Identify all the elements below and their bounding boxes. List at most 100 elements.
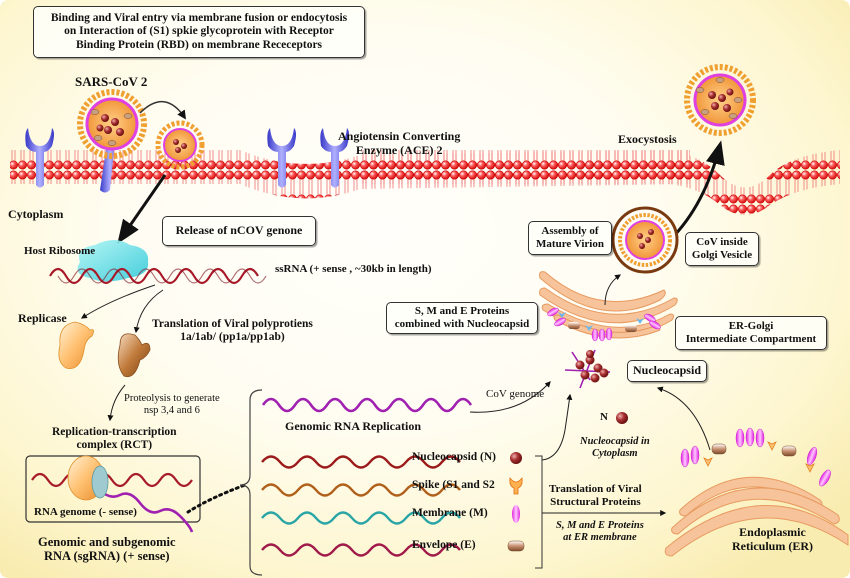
ellipse-icon (512, 505, 520, 523)
er-label: Endoplasmic Reticulum (ER) (732, 525, 813, 554)
proteolysis-label-line2: nsp 3,4 and 6 (143, 405, 200, 417)
structural-protein-label: Spike (S1 and S2 (412, 479, 495, 491)
golgi-vesicle-virion-icon (611, 206, 679, 274)
replicase-icon (58, 321, 94, 369)
er-membrane-proteins (680, 427, 831, 487)
translation-label-line1: Translation of Viral polyprotiens (152, 318, 313, 330)
ergic-line1: ER-Golgi (728, 320, 774, 333)
er-label-line1: Endoplasmic (739, 525, 806, 539)
mrna-strand (261, 455, 461, 469)
golgi-vesicle-line1: CoV inside (696, 236, 748, 249)
host-ribosome-label: Host Ribosome (24, 245, 96, 257)
mrna-strand (261, 483, 461, 497)
golgi-vesicle-line2: Golgi Vesicle (691, 249, 753, 261)
capsule-icon (507, 540, 525, 552)
translation-label: Translation of Viral polyprotiens 1a/1ab… (152, 318, 313, 344)
virus-label: SARS-CoV 2 (75, 74, 148, 89)
golgi-vesicle-box: CoV inside Golgi Vesicle (685, 232, 759, 266)
entry-info-line2: on Interaction of (S1) spkie glycoprotei… (64, 25, 334, 38)
nucleocapsid-cluster-icon (564, 349, 611, 389)
replicase-label: Replicase (18, 311, 67, 325)
n-protein-sphere-icon (616, 412, 628, 424)
entry-info-line3: Binding Protein (RBD) on membrane Recece… (75, 38, 323, 51)
sme-er-line2: at ER membrane (563, 532, 637, 544)
rct-label: Replication-transcription complex (RCT) (52, 426, 177, 452)
proteolysis-label-line1: Proteolysis to generate (124, 393, 220, 404)
proteolysis-label: Proteolysis to generate nsp 3,4 and 6 (124, 393, 220, 417)
sgrna-label: Genomic and subgenomic RNA (sgRNA) (+ se… (38, 535, 176, 564)
translation-structural-line2: Structural Proteins (550, 495, 641, 508)
entry-info-line1: Binding and Viral entry via membrane fus… (50, 12, 348, 25)
translation-structural-label: Translation of Viral Structural Proteins (549, 483, 642, 508)
exocytosis-label: Exocystosis (618, 132, 677, 146)
ace2-receptor-icon (100, 138, 120, 193)
translation-arrow (133, 289, 164, 334)
genomic-replication-label: Genomic RNA Replication (285, 419, 421, 433)
rna-genome-label: RNA genome (- sense) (34, 506, 137, 518)
entry-info-box: Binding and Viral entry via membrane fus… (33, 6, 365, 58)
cov-genome-label: CoV genome (486, 388, 545, 400)
ergic-line2: Intermediate Compartment (685, 333, 817, 345)
rct-label-line2: complex (RCT) (76, 439, 153, 452)
cov-genome-arrow (469, 381, 551, 413)
nucleocapsid-cytoplasm-label: Nucleocapsid in Cytoplasm (580, 436, 650, 460)
assembly-line2: Mature Virion (536, 238, 604, 250)
mrna-strand (261, 511, 461, 525)
sme-combined-line2: combined with Nucleocapsid (394, 318, 530, 330)
proteolysis-arrow (107, 384, 126, 422)
structural-protein-label: Envelope (E) (412, 539, 476, 551)
assembly-box: Assembly of Mature Virion (528, 221, 612, 255)
rct-negative-strand (99, 489, 194, 533)
structural-protein-label: Membrane (M) (412, 507, 488, 519)
ssrna-label: ssRNA (+ sense , ~30kb in length) (275, 263, 432, 275)
translation-label-line2: 1a/1ab/ (pp1a/pp1ab) (180, 331, 285, 344)
rct-rna-strand (31, 472, 193, 488)
nucleocapsid-cytoplasm-line1: Nucleocapsid in (580, 436, 650, 447)
ssrna-strand (49, 267, 259, 285)
er-label-line2: Reticulum (ER) (732, 538, 813, 553)
n-label: N (600, 411, 608, 423)
mrna-strand (261, 543, 461, 557)
nucleocapsid-cytoplasm-line2: Cytoplasm (592, 448, 638, 460)
ergic-icon (539, 271, 678, 339)
sars-cov2-virion-icon (77, 89, 147, 159)
sme-er-line1: S, M and E Proteins (556, 520, 644, 531)
cytoplasm-label: Cytoplasm (8, 207, 64, 221)
genomic-rna-strand (261, 397, 473, 413)
dotted-connector (186, 483, 247, 514)
structural-protein-label: Nucleocapsid (N) (412, 451, 497, 463)
rct-box (25, 455, 201, 523)
polyprotein-icon (117, 333, 151, 378)
sphere-icon (510, 452, 522, 464)
ssrna-strand-shadow (57, 268, 267, 284)
sme-combined-line1: S, M and E Proteins (414, 305, 510, 318)
ace2-label: Angiotensin Converting Enzyme (ACE) 2 (338, 129, 461, 158)
spike-icon (509, 476, 523, 495)
ace2-receptor-icon (320, 128, 349, 188)
right-bracket (535, 455, 543, 569)
assembly-line1: Assembly of (541, 225, 599, 238)
endocytosis-arrow (139, 101, 186, 120)
nucleocapsid-box: Nucleocapsid (627, 360, 707, 382)
rct-label-line1: Replication-transcription (52, 426, 177, 438)
sme-er-label: S, M and E Proteins at ER membrane (556, 520, 644, 544)
released-virion-icon (684, 64, 756, 136)
ace2-receptor-icon (25, 128, 54, 188)
sgrna-label-line2: RNA (sgRNA) (+ sense) (44, 549, 170, 564)
sme-combined-box: S, M and E Proteins combined with Nucleo… (386, 302, 538, 334)
rct-cap-icon (91, 465, 109, 499)
to-nucleocapsid-line (541, 393, 573, 461)
sgrna-label-line1: Genomic and subgenomic (38, 535, 176, 549)
endoplasmic-reticulum-icon (664, 476, 849, 557)
er-to-nucleocapsid-arrow (656, 386, 711, 451)
replicase-arrow (80, 284, 156, 319)
ace2-label-line2: Enzyme (ACE) 2 (355, 142, 443, 157)
endocytosed-virion-icon (155, 120, 205, 170)
ace2-label-line1: Angiotensin Converting (338, 129, 461, 143)
entry-arrow (117, 174, 167, 244)
ergic-box: ER-Golgi Intermediate Compartment (675, 316, 827, 350)
release-genome-box: Release of nCOV genone (162, 216, 316, 246)
ergic-proteins (547, 307, 661, 342)
